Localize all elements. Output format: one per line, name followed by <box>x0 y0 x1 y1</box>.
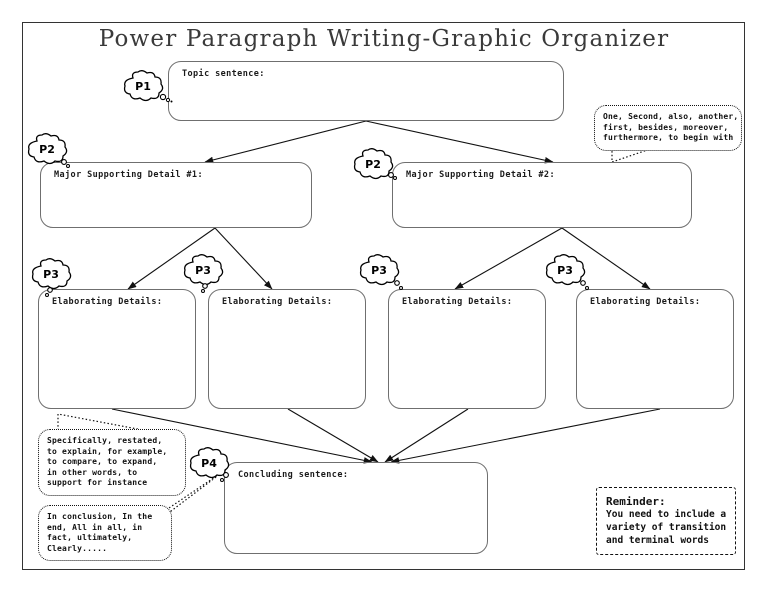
elaborating-details-2-label: Elaborating Details: <box>222 297 333 307</box>
cloud-p1: P1 <box>120 70 173 104</box>
elaborating-details-3-label: Elaborating Details: <box>402 297 513 307</box>
cloud-p2-left: P2 <box>24 133 70 168</box>
cloud-p3-d: P3 <box>542 254 589 290</box>
cloud-p3-c: P3 <box>356 254 403 290</box>
conclusion-words-callout: In conclusion, In the end, All in all, i… <box>38 505 172 561</box>
elaborating-details-1-box[interactable]: Elaborating Details: <box>38 289 196 409</box>
cloud-p3-d-label: P3 <box>557 264 573 277</box>
cloud-p2-left-label: P2 <box>39 143 55 156</box>
conclusion-line-4: Clearly..... <box>47 543 108 553</box>
concluding-sentence-label: Concluding sentence: <box>238 470 349 480</box>
topic-sentence-label: Topic sentence: <box>182 69 265 79</box>
elaboration-line-4: in other words, to <box>47 467 138 477</box>
major-detail-1-box[interactable]: Major Supporting Detail #1: <box>40 162 312 228</box>
major-detail-2-label: Major Supporting Detail #2: <box>406 170 555 180</box>
reminder-line-3: and terminal words <box>606 535 709 546</box>
elaboration-words-callout: Specifically, restated, to explain, for … <box>38 429 186 496</box>
elaboration-line-1: Specifically, restated, <box>47 436 163 445</box>
conclusion-line-1: In conclusion, In the <box>47 512 153 521</box>
cloud-p2-right: P2 <box>350 148 397 182</box>
cloud-p1-label: P1 <box>135 80 151 93</box>
elaboration-line-2: to explain, for example, <box>47 446 168 456</box>
concluding-sentence-box[interactable]: Concluding sentence: <box>224 462 488 554</box>
transition-line-1: One, Second, also, another, <box>603 112 739 121</box>
reminder-title: Reminder: <box>606 495 666 508</box>
elaborating-details-4-label: Elaborating Details: <box>590 297 701 307</box>
cloud-p3-b: P3 <box>180 254 226 293</box>
elaboration-line-3: to compare, to expand, <box>47 457 158 466</box>
transition-words-callout: One, Second, also, another, first, besid… <box>594 105 742 151</box>
cloud-p2-right-label: P2 <box>365 158 381 171</box>
transition-line-3: furthermore, to begin with <box>603 133 734 142</box>
elaborating-details-2-box[interactable]: Elaborating Details: <box>208 289 366 409</box>
elaborating-details-4-box[interactable]: Elaborating Details: <box>576 289 734 409</box>
major-detail-1-label: Major Supporting Detail #1: <box>54 170 203 180</box>
elaborating-details-1-label: Elaborating Details: <box>52 297 163 307</box>
conclusion-line-3: fact, ultimately, <box>47 533 133 542</box>
reminder-box: Reminder: You need to include a variety … <box>596 487 736 555</box>
transition-line-2: first, besides, moreover, <box>603 122 729 132</box>
reminder-line-1: You need to include a <box>606 509 727 520</box>
elaboration-line-5: support for instance <box>47 478 148 487</box>
page-title: Power Paragraph Writing-Graphic Organize… <box>98 26 670 52</box>
cloud-p4: P4 <box>186 447 232 482</box>
cloud-p3-c-label: P3 <box>371 264 387 277</box>
elaborating-details-3-box[interactable]: Elaborating Details: <box>388 289 546 409</box>
cloud-p3-b-label: P3 <box>195 264 211 277</box>
cloud-p4-label: P4 <box>201 457 217 470</box>
conclusion-line-2: end, All in all, in <box>47 522 143 532</box>
cloud-p3-a: P3 <box>28 258 74 297</box>
topic-sentence-box[interactable]: Topic sentence: <box>168 61 564 121</box>
cloud-p3-a-label: P3 <box>43 268 59 281</box>
major-detail-2-box[interactable]: Major Supporting Detail #2: <box>392 162 692 228</box>
reminder-line-2: variety of transition <box>606 522 727 533</box>
